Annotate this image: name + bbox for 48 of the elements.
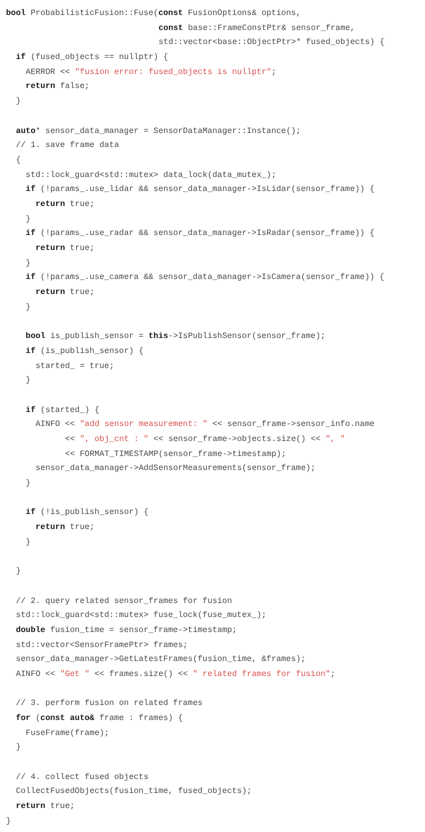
code-line: // 2. query related sensor_frames for fusion (14, 596, 234, 608)
code-line: AERROR << "fusion error: fused_objects is nullptr"; (24, 66, 278, 79)
code-line: } (24, 214, 32, 226)
code-line: std::lock_guard<std::mutex> fuse_lock(fuse_mutex_); (14, 610, 268, 622)
code-line: const base::FrameConstPtr& sensor_frame, (158, 22, 356, 35)
code-line: } (14, 96, 22, 108)
code-line: return true; (14, 801, 76, 814)
code-line: { (14, 154, 22, 167)
code-line: } (24, 302, 32, 314)
code-line: CollectFusedObjects(fusion_time, fused_objects); (14, 786, 253, 798)
code-line: sensor_data_manager->AddSensorMeasurements(sensor_frame); (34, 463, 317, 476)
code-line: << ", obj_cnt : " << sensor_frame->objects.size() << ", " (64, 434, 346, 446)
code-line: return true; (34, 287, 96, 300)
code-line: } (24, 258, 32, 270)
code-line: double fusion_time = sensor_frame->timestamp; (14, 624, 238, 637)
code-line: bool ProbabilisticFusion::Fuse(const FusionOptions& options, (6, 8, 302, 20)
code-line: return true; (34, 522, 96, 534)
code-line: // 4. collect fused objects (14, 772, 150, 784)
code-line: started_ = true; (34, 360, 116, 372)
code-line: if (fused_objects == nullptr) { (14, 52, 170, 64)
code-line: if (!is_publish_sensor) { (24, 507, 150, 520)
code-line: } (14, 566, 22, 578)
code-line: } (24, 536, 32, 549)
code-line: bool is_publish_sensor = this->IsPublishSensor(sensor_frame); (24, 331, 326, 344)
code-line: } (24, 478, 32, 490)
code-line: if (is_publish_sensor) { (24, 346, 145, 358)
code-line: } (6, 816, 12, 828)
code-line: } (24, 375, 32, 388)
code-line: AINFO << "add sensor measurement: " << sensor_frame->sensor_info.name (34, 419, 376, 432)
code-line: // 3. perform fusion on related frames (14, 698, 204, 710)
code-line: std::vector<SensorFramePtr> frames; (14, 640, 189, 652)
code-line: std::lock_guard<std::mutex> data_lock(data_mutex_); (24, 170, 278, 182)
code-line: FuseFrame(frame); (24, 728, 110, 740)
code-line: if (started_) { (24, 404, 100, 417)
code-line: if (!params_.use_lidar && sensor_data_manager->IsLidar(sensor_frame)) { (24, 184, 376, 196)
code-line: AINFO << "Get " << frames.size() << " related frames for fusion"; (14, 668, 336, 681)
code-line: sensor_data_manager->GetLatestFrames(fusion_time, &frames); (14, 654, 307, 666)
code-line: return true; (34, 243, 96, 255)
code-line: // 1. save frame data (14, 140, 120, 152)
code-line: return true; (34, 198, 96, 211)
code-line: } (14, 742, 22, 754)
code-line: for (const auto& frame : frames) { (14, 713, 184, 725)
code-line: auto* sensor_data_manager = SensorDataManager::Instance(); (14, 126, 302, 138)
code-line: return false; (24, 81, 91, 94)
code-line: std::vector<base::ObjectPtr>* fused_objects) { (158, 37, 386, 50)
code-line: if (!params_.use_radar && sensor_data_manager->IsRadar(sensor_frame)) { (24, 228, 376, 240)
code-line: if (!params_.use_camera && sensor_data_manager->IsCamera(sensor_frame)) { (24, 272, 386, 284)
code-line: << FORMAT_TIMESTAMP(sensor_frame->timestamp); (64, 448, 288, 461)
